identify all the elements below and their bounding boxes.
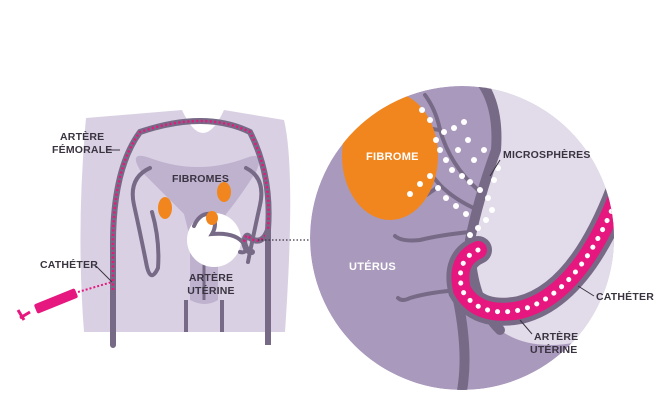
- label-fibrome: FIBROME: [366, 151, 419, 163]
- label-artere-uterine-left-2: UTÉRINE: [187, 284, 235, 297]
- label-catheter-right: CATHÉTER: [596, 290, 654, 303]
- fibroid-small-3: [206, 211, 218, 225]
- label-uterus: UTÉRUS: [349, 260, 396, 273]
- fibroid-small-2: [217, 182, 231, 202]
- labels: ARTÈRE FÉMORALE FIBROMES CATHÉTER ARTÈRE…: [40, 130, 654, 356]
- zoom-illustration: [310, 86, 614, 390]
- label-artere-femorale-2: FÉMORALE: [52, 143, 113, 156]
- fibroid-large: [342, 92, 438, 220]
- label-artere-uterine-right-1: ARTÈRE: [534, 330, 578, 343]
- label-artere-uterine-left-1: ARTÈRE: [189, 271, 233, 284]
- zoom-circle-small: [187, 213, 241, 267]
- label-catheter-left: CATHÉTER: [40, 258, 98, 271]
- label-fibromes: FIBROMES: [172, 173, 229, 185]
- fibroid-small-1: [158, 197, 172, 219]
- syringe: [16, 281, 113, 321]
- pelvis-illustration: [16, 110, 291, 348]
- microspheres: [407, 107, 501, 238]
- label-artere-femorale-1: ARTÈRE: [60, 130, 104, 143]
- label-artere-uterine-right-2: UTÉRINE: [530, 343, 578, 356]
- label-microspheres: MICROSPHÈRES: [503, 148, 591, 161]
- catheter-trace: [111, 119, 270, 290]
